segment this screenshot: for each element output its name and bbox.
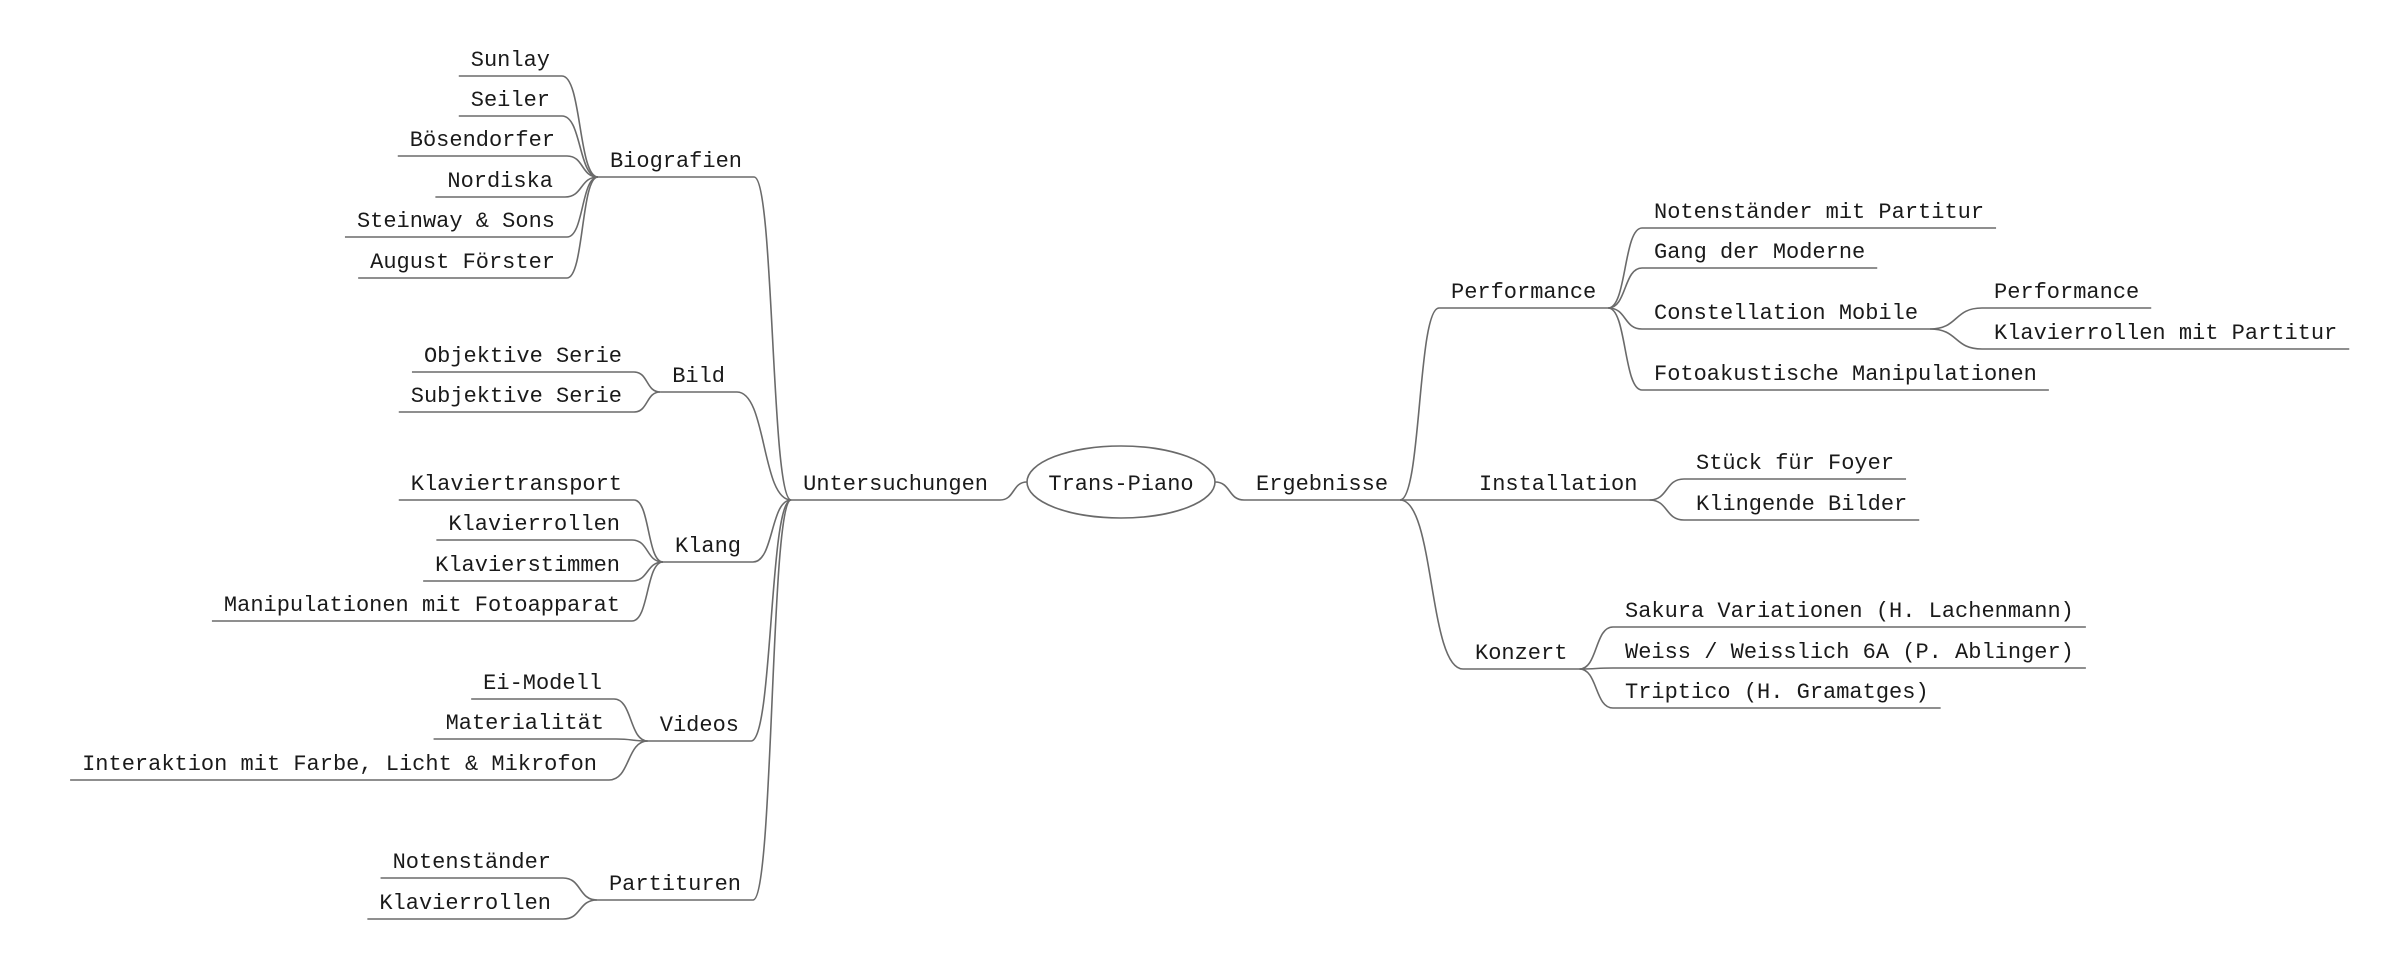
edge-t-L4-t-L4-1 [562,899,598,920]
edge-t-R0-t-R0-1 [1608,267,1643,309]
edge-t-L0-t-L0-1 [561,115,599,178]
leaf-performance-sub: Performance [1994,280,2139,305]
edge-untersuchungen-t-L1 [736,391,792,501]
edge-untersuchungen-t-L4 [752,499,792,901]
leaf-klaviertransport: Klaviertransport [411,472,622,497]
edge-t-L3-t-L3-2 [608,740,648,781]
edge-t-L1-t-L1-0 [633,371,661,393]
connector-lines [561,75,1983,920]
edge-t-R0-t-R0-3 [1607,307,1643,391]
group-bild: Bild [672,364,725,389]
leaf-klavierstimmen: Klavierstimmen [435,553,620,578]
leaf-klavierrollen-mit-partitur: Klavierrollen mit Partitur [1994,321,2337,346]
leaf-nordiska: Nordiska [447,169,553,194]
edge-constellation-t-R0s-1 [1930,328,1983,350]
leaf-august-foerster: August Förster [370,250,555,275]
edge-t-L2-t-L2-2 [631,561,664,582]
edge-t-L0-t-L0-5 [566,176,599,279]
leaf-gang-der-moderne: Gang der Moderne [1654,240,1865,265]
edge-t-R1-t-R1-0 [1649,478,1685,501]
leaf-ei-modell: Ei-Modell [483,671,602,696]
group-biografien: Biografien [610,149,742,174]
edge-t-L3-t-L3-0 [613,698,648,742]
edge-t-R2-t-R2-2 [1579,668,1614,709]
leaf-boesendorfer: Bösendorfer [410,128,555,153]
group-performance: Performance [1451,280,1596,305]
edge-t-L2-t-L2-3 [631,561,664,622]
leaf-sakura-variationen: Sakura Variationen (H. Lachenmann) [1625,599,2074,624]
root-node-ellipse [1026,445,1216,519]
edge-t-L4-t-L4-0 [562,877,598,901]
leaf-klingende-bilder: Klingende Bilder [1696,492,1907,517]
label-underlines [70,75,2350,920]
leaf-fotoakustische-manipulationen: Fotoakustische Manipulationen [1654,362,2037,387]
edge-t-L2-t-L2-0 [633,499,664,563]
leaf-notenstaender-mit-partitur: Notenständer mit Partitur [1654,200,1984,225]
edge-t-L2-t-L2-1 [631,539,664,563]
edge-ergebnisse-t-R0 [1399,307,1440,501]
edge-ergebnisse-t-R2 [1399,499,1464,670]
branch-untersuchungen: Untersuchungen [803,472,988,497]
edge-untersuchungen-t-L3 [750,499,792,742]
edge-constellation-t-R0s-0 [1930,307,1983,330]
leaf-stueck-fuer-foyer: Stück für Foyer [1696,451,1894,476]
edge-t-R1-t-R1-1 [1649,499,1685,521]
leaf-klavierrollen-klang: Klavierrollen [448,512,620,537]
leaf-seiler: Seiler [471,88,550,113]
leaf-constellation-mobile: Constellation Mobile [1654,301,1918,326]
leaf-manipulationen-fotoapparat: Manipulationen mit Fotoapparat [224,593,620,618]
edge-untersuchungen-t-L0 [753,176,792,501]
leaf-sunlay: Sunlay [471,48,550,73]
edge-t-L0-t-L0-2 [566,155,599,178]
edge-t-R2-t-R2-0 [1579,626,1614,670]
leaf-subjektive-serie: Subjektive Serie [411,384,622,409]
group-konzert: Konzert [1475,641,1567,666]
edge-root-untersuchungen [999,481,1028,501]
edge-t-L0-t-L0-0 [561,75,599,178]
group-videos: Videos [660,713,739,738]
leaf-objektive-serie: Objektive Serie [424,344,622,369]
leaf-klavierrollen-partituren: Klavierrollen [379,891,551,916]
leaf-notenstaender: Notenständer [393,850,551,875]
leaf-steinway-sons: Steinway & Sons [357,209,555,234]
leaf-interaktion-farbe-licht-mikrofon: Interaktion mit Farbe, Licht & Mikrofon [82,752,597,777]
leaf-materialitaet: Materialität [446,711,604,736]
root-node-label: Trans-Piano [1048,472,1193,497]
edge-t-L1-t-L1-1 [633,391,661,413]
group-installation: Installation [1479,472,1637,497]
leaf-weiss-weisslich: Weiss / Weisslich 6A (P. Ablinger) [1625,640,2074,665]
branch-ergebnisse: Ergebnisse [1256,472,1388,497]
group-klang: Klang [675,534,741,559]
edge-untersuchungen-t-L2 [752,499,792,563]
group-partituren: Partituren [609,872,741,897]
edge-root-ergebnisse [1214,481,1245,501]
edge-t-R0-t-R0-0 [1607,227,1643,309]
leaf-triptico: Triptico (H. Gramatges) [1625,680,1929,705]
